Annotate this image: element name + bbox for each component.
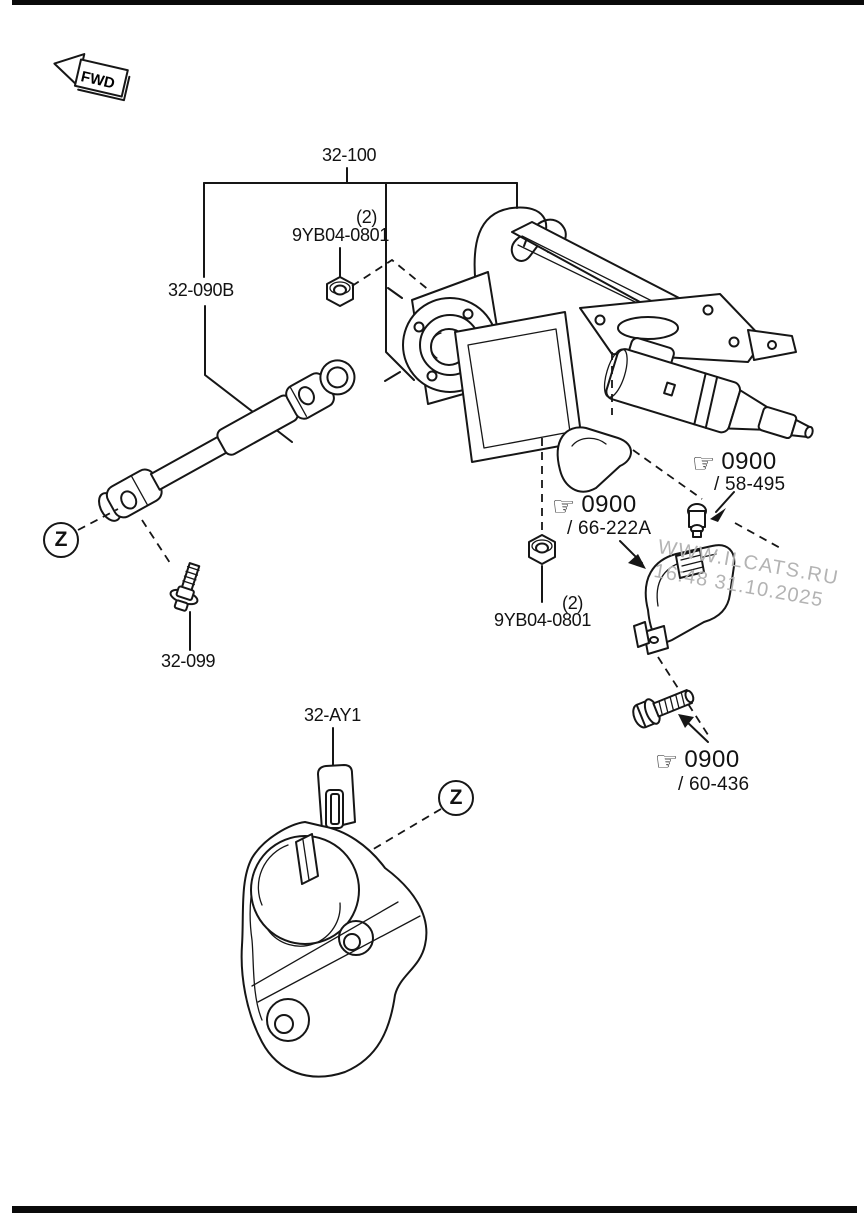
part-label-32-AY1: 32-AY1 [304,705,361,725]
view-z-left-label: Z [54,528,68,551]
top-border [12,0,864,5]
nut-upper-qty: (2) [356,207,378,227]
ref-code: 0900 [684,746,740,773]
ref-66-222A: ☞0900 [552,491,637,522]
ref-code: 0900 [721,448,777,475]
lower-nut-drawing [528,438,556,603]
part-label-32-100: 32-100 [322,145,377,165]
ref-code: 0900 [581,491,637,518]
ref-58-495-number: / 58-495 [714,474,786,495]
pointing-hand-icon: ☞ [655,746,679,776]
ref-60-436: ☞0900 [655,746,740,777]
mount-bracket-32-AY1-drawing [240,727,474,1078]
fwd-arrow-icon: FWD [53,53,131,102]
part-label-32-090B: 32-090B [168,280,234,300]
stud-58-495-drawing [632,449,783,550]
part-label-nut-lower: 9YB04-0801 [494,610,592,630]
pointing-hand-icon: ☞ [692,448,716,478]
bolt-32-099-drawing [141,519,201,651]
upper-nut-drawing [326,247,431,307]
pointing-hand-icon: ☞ [552,491,576,521]
intermediate-shaft-drawing [98,359,356,522]
view-z-left-circle [43,508,119,558]
part-label-nut-upper: 9YB04-0801 [292,225,390,245]
ref-60-436-number: / 60-436 [678,774,750,795]
bottom-border [12,1206,857,1213]
view-z-right-label: Z [449,786,463,809]
part-label-32-099: 32-099 [161,651,216,671]
bolt-60-436-drawing [632,656,711,743]
nut-lower-qty: (2) [562,593,584,613]
ref-66-222A-number: / 66-222A [567,518,652,539]
bracket-32-100-lines [203,167,518,443]
steering-column-drawing [384,206,814,493]
clamp-66-222A-drawing [619,540,736,655]
ref-58-495: ☞0900 [692,448,777,479]
view-z-right-circle [438,780,474,816]
